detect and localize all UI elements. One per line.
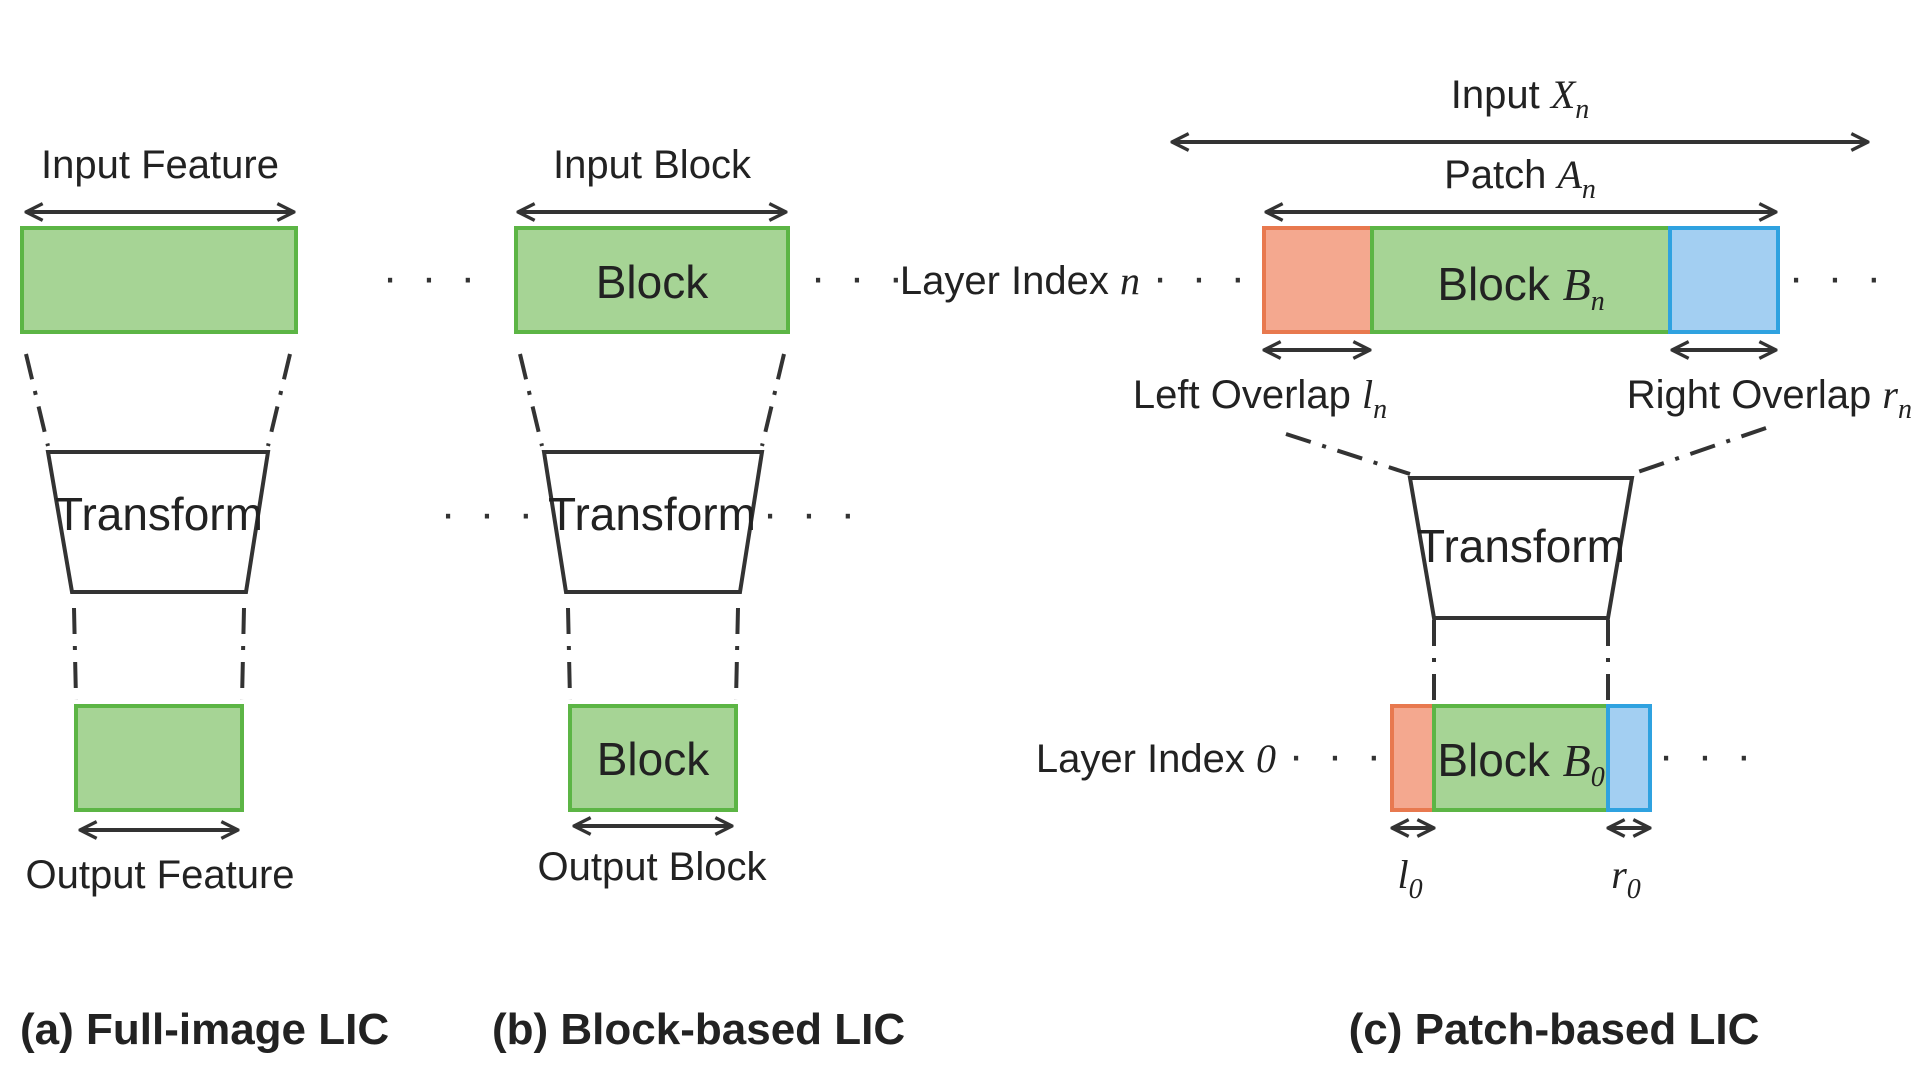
ellipsis-a-b-top: · · · [383,253,481,302]
caption-patch-based: (c) Patch-based LIC [1349,1005,1760,1054]
input-block-rect [514,226,790,334]
transform-label: Transform [55,488,263,540]
caption-full-image: (a) Full-image LIC [20,1005,389,1054]
panel-patch-based: Input Xn Patch An Layer Index n · · · Bl… [900,72,1912,1054]
right-overlap-rect-0 [1606,704,1652,812]
transform-trapezoid-b [541,450,765,594]
input-feature-label: Input Feature [41,143,279,187]
layer-index-n-label: Layer Index n [900,258,1140,303]
left-overlap-rect-n [1262,226,1374,334]
r0-label: r0 [1611,852,1641,905]
block-b0-text: Block B0 [1437,734,1604,793]
ellipsis-layer-n-left: · · · [1153,253,1251,302]
left-overlap-rect-0 [1390,704,1436,812]
transform-trapezoid-c [1407,476,1635,620]
projection-left-lower [72,607,78,701]
projection-right-line [266,353,292,447]
left-overlap-label: Left Overlap ln [1133,372,1387,425]
projection-left-line-b [518,353,544,447]
panel-full-image: Input Feature Transform Output Feature (… [20,143,389,1054]
input-block-label: Input Block [553,143,752,187]
block-b0-rect [1432,704,1610,812]
l0-label: l0 [1397,852,1422,905]
projection-right-lower [240,607,246,701]
caption-block-based: (b) Block-based LIC [492,1005,905,1054]
ellipsis-a-b-middle: · · · [441,489,539,538]
output-block-label: Output Block [537,845,767,889]
input-xn-label: Input Xn [1451,72,1590,125]
projection-right-line-b [760,353,786,447]
patch-an-label: Patch An [1444,152,1596,205]
panel-block-based: Input Block Block Transform Block Output… [492,143,905,1054]
output-block-rect [568,704,738,812]
right-overlap-rect-n [1668,226,1780,334]
output-feature-rect [74,704,244,812]
transform-label-b: Transform [548,488,756,540]
projection-right-line-c [1631,426,1767,476]
ellipsis-layer-0-left: · · · [1289,731,1387,780]
ellipsis-layer-0-right: · · · [1659,731,1757,780]
ellipsis-b-c-top: · · · [811,253,909,302]
transform-label-c: Transform [1417,520,1625,572]
layer-index-0-label: Layer Index 0 [1036,736,1276,781]
block-bn-text: Block Bn [1437,258,1604,317]
projection-left-lower-b [566,607,572,701]
transform-trapezoid [45,450,271,594]
projection-right-lower-b [734,607,740,701]
input-feature-rect [20,226,298,334]
input-block-text: Block [596,256,709,308]
projection-left-line [24,353,50,447]
output-feature-label: Output Feature [25,853,294,897]
projection-left-line-c [1285,432,1411,476]
ellipsis-layer-n-right: · · · [1789,253,1887,302]
output-block-text: Block [597,733,710,785]
ellipsis-b-c-middle: · · · [763,489,861,538]
right-overlap-label: Right Overlap rn [1627,372,1912,425]
